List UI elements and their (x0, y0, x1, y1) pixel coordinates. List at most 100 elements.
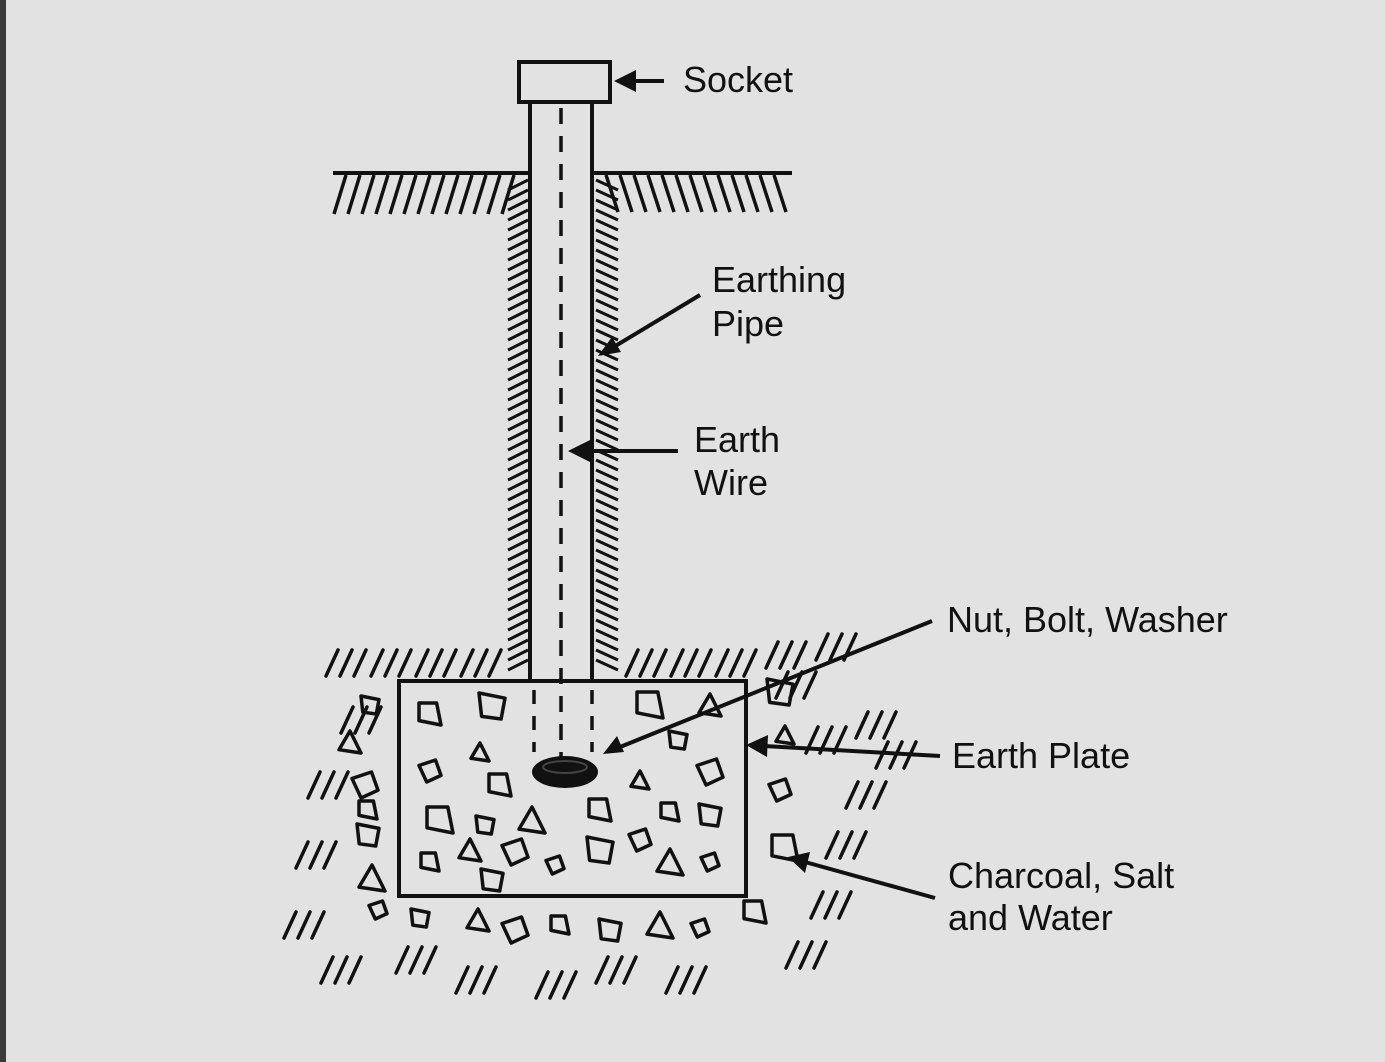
pipe-hatch-mark (507, 518, 529, 532)
charcoal-arrow (788, 852, 936, 900)
ground-hatch-mark (486, 174, 502, 215)
charcoal-piece (500, 837, 530, 867)
pipe-hatch-mark (595, 278, 619, 292)
pipe-hatch-mark (595, 488, 619, 502)
soil-hatch-mark (487, 648, 503, 678)
soil-hatch-mark (482, 965, 498, 995)
pipe-hatch-mark (507, 598, 529, 612)
charcoal-piece (357, 799, 379, 821)
ground-hatch-mark (646, 174, 662, 213)
soil-hatch-mark (874, 740, 890, 770)
ground-hatch-mark (458, 174, 474, 215)
soil-hatch-mark (394, 945, 410, 975)
pipe-hatch-mark (507, 498, 529, 512)
soil-hatch-mark (828, 632, 844, 662)
soil-hatch-mark (422, 945, 438, 975)
soil-hatch-mark (319, 955, 335, 985)
soil-hatch-mark (792, 640, 808, 670)
soil-hatch-mark (624, 648, 640, 678)
label-nut-bolt-washer: Nut, Bolt, Washer (947, 599, 1228, 640)
socket (517, 60, 612, 104)
soil-hatch-mark (428, 648, 444, 678)
charcoal-piece (457, 837, 483, 863)
pipe-hatch-mark (507, 548, 529, 562)
soil-hatch-mark (824, 830, 840, 860)
pipe-hatch-mark (507, 658, 529, 672)
pipe-hatch-mark (507, 218, 529, 232)
soil-hatch-mark (414, 648, 430, 678)
soil-hatch-mark (473, 648, 489, 678)
pipe-hatch-mark (507, 538, 529, 552)
soil-hatch-mark (714, 648, 730, 678)
pipe-hatch-mark (507, 398, 529, 412)
pipe-hatch-mark (595, 498, 619, 512)
pipe-hatch-mark (595, 348, 619, 362)
pipe-hatch-mark (507, 478, 529, 492)
ground-hatch-mark (388, 174, 404, 215)
soil-hatch-mark (338, 648, 354, 678)
pipe-hatch-mark (595, 618, 619, 632)
soil-hatch-mark (468, 965, 484, 995)
earth-wire-arrow (568, 440, 678, 462)
socket-arrow (614, 70, 664, 92)
ground-hatch-mark (660, 174, 676, 213)
ground-hatch-mark (472, 174, 488, 215)
soil-hatch-mark (872, 780, 888, 810)
pipe-hatch-mark (595, 458, 619, 472)
pipe-hatch-mark (507, 238, 529, 252)
charcoal-piece (465, 907, 491, 933)
charcoal-piece (667, 729, 689, 751)
pipe-hatch-mark (507, 298, 529, 312)
charcoal-piece (629, 769, 651, 791)
pipe-hatch-mark (595, 178, 619, 192)
charcoal-piece (587, 797, 613, 823)
pipe-hatch-mark (595, 388, 619, 402)
soil-hatch-mark (844, 780, 860, 810)
soil-hatch-mark (594, 955, 610, 985)
charcoal-piece (655, 847, 685, 877)
pipe-hatch-mark (595, 398, 619, 412)
pit-soil-hatching (282, 632, 918, 1000)
charcoal-piece (659, 801, 681, 823)
charcoal-piece (549, 914, 571, 936)
soil-hatch-mark (324, 648, 340, 678)
pipe-hatch-mark (595, 428, 619, 442)
charcoal-piece (627, 827, 653, 853)
nut-bolt-washer-arrow (603, 619, 933, 754)
pipe-hatch-mark (595, 188, 619, 202)
pipe-soil-hatching (507, 178, 619, 672)
pipe-hatch-mark (507, 648, 529, 662)
soil-hatch-mark (459, 648, 475, 678)
soil-hatch-mark (812, 940, 828, 970)
ground-hatch-mark (374, 174, 390, 215)
charcoal-piece (477, 691, 507, 721)
pipe-hatch-mark (595, 468, 619, 482)
left-border (0, 0, 6, 1062)
label-charcoal-line1: Charcoal, Salt (948, 855, 1174, 896)
soil-hatch-mark (678, 965, 694, 995)
soil-hatch-mark (697, 648, 713, 678)
soil-hatch-mark (868, 710, 884, 740)
charcoal-piece (419, 851, 441, 873)
ground-hatch-mark (688, 174, 704, 213)
pipe-in-pit (532, 690, 594, 752)
charcoal-piece (767, 777, 793, 803)
soil-hatch-mark (310, 910, 326, 940)
soil-hatch-mark (838, 830, 854, 860)
pipe-hatch-mark (507, 388, 529, 402)
charcoal-piece (517, 805, 547, 835)
pipe-hatch-mark (595, 258, 619, 272)
soil-hatch-mark (852, 830, 868, 860)
earthing-pipe (528, 100, 594, 680)
pipe-hatch-mark (595, 438, 619, 452)
pipe-hatch-mark (507, 308, 529, 322)
pipe-hatch-mark (507, 438, 529, 452)
pipe-hatch-mark (507, 328, 529, 342)
pipe-hatch-mark (595, 578, 619, 592)
soil-hatch-mark (352, 648, 368, 678)
ground-hatch-mark (360, 174, 376, 215)
pipe-hatch-mark (507, 348, 529, 362)
pipe-hatch-mark (595, 228, 619, 242)
soil-hatch-mark (683, 648, 699, 678)
soil-hatch-mark (408, 945, 424, 975)
